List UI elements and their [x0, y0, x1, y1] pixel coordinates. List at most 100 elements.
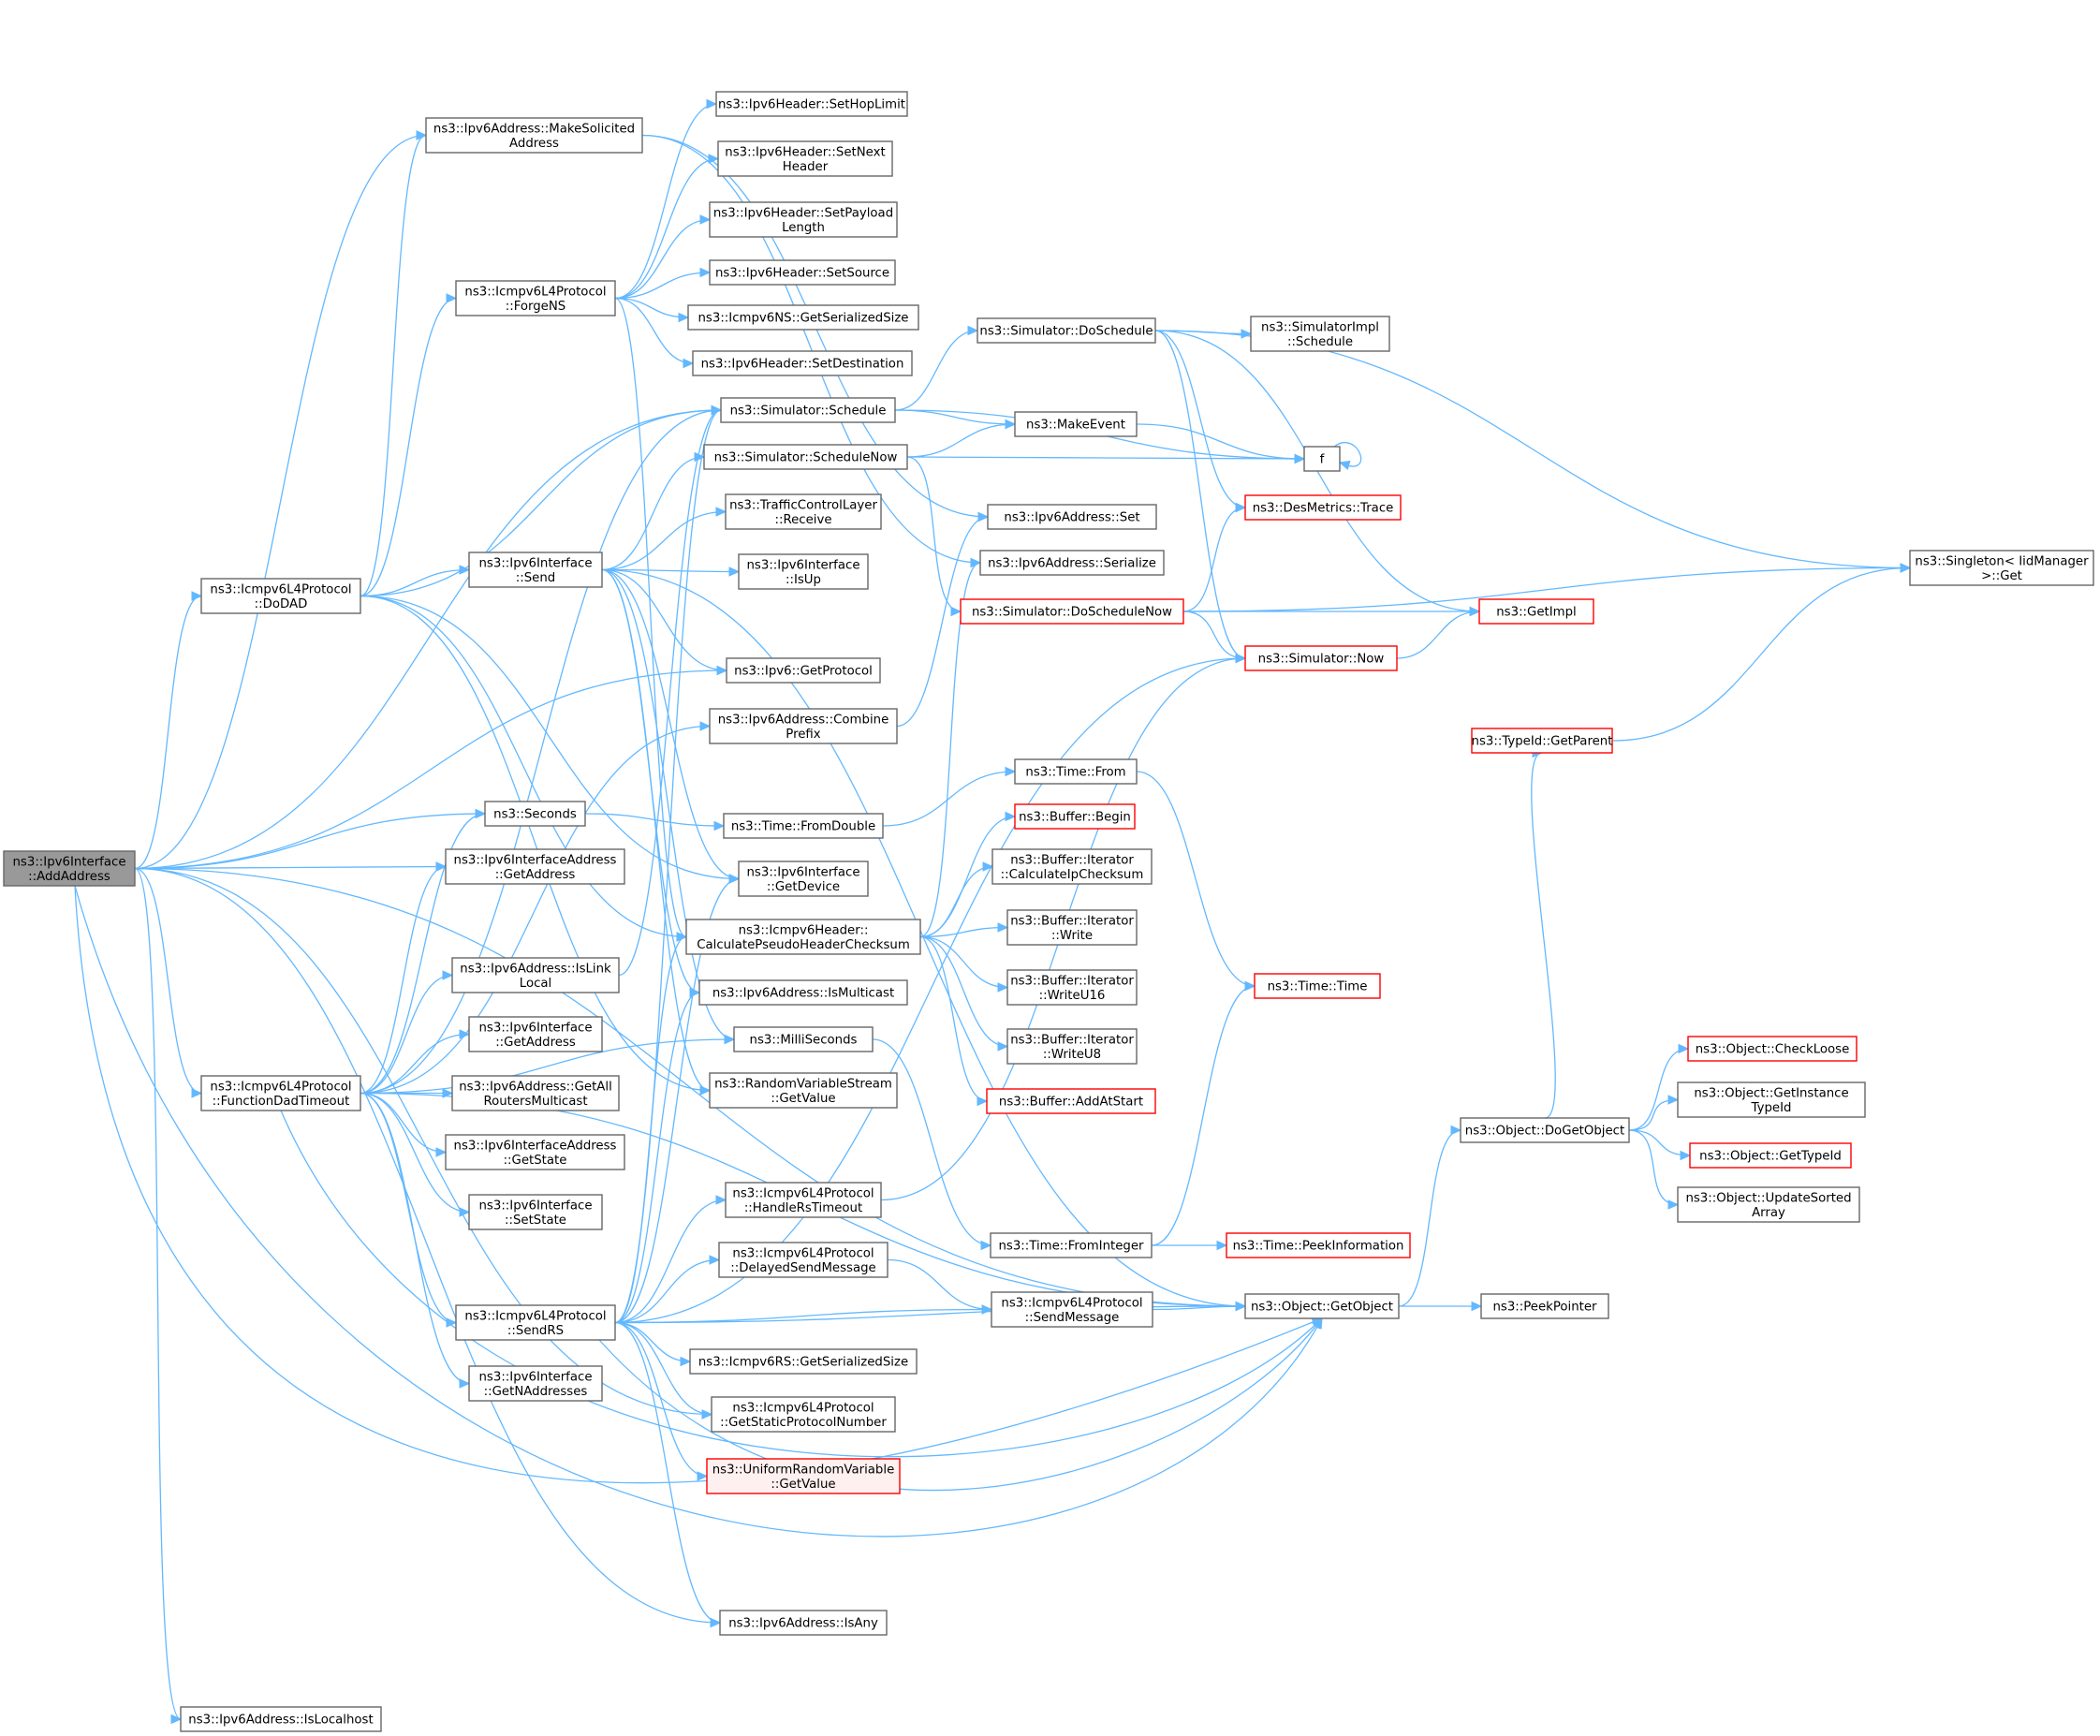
- node-checkloose[interactable]: ns3::Object::CheckLoose: [1687, 1036, 1858, 1062]
- node-calcip[interactable]: ns3::Buffer::Iterator::CalculateIpChecks…: [991, 848, 1153, 885]
- node-box: [1226, 1232, 1411, 1258]
- node-send[interactable]: ns3::Ipv6Interface::Send: [468, 552, 603, 588]
- edge-sendrs>uniform: [614, 1321, 709, 1481]
- node-label: Local: [520, 977, 551, 991]
- node-getimpl[interactable]: ns3::GetImpl: [1478, 598, 1594, 625]
- node-add[interactable]: ns3::Ipv6Interface::AddAddress: [3, 850, 136, 887]
- node-timefrom[interactable]: ns3::Time::From: [1014, 758, 1138, 785]
- edge-line: [882, 771, 1016, 827]
- edge-arrowhead: [416, 130, 428, 140]
- node-setdest[interactable]: ns3::Ipv6Header::SetDestination: [692, 350, 913, 376]
- node-getproto[interactable]: ns3::Ipv6::GetProtocol: [726, 657, 881, 684]
- node-addrset[interactable]: ns3::Ipv6Address::Set: [987, 504, 1157, 530]
- node-write[interactable]: ns3::Buffer::Iterator::Write: [1006, 909, 1138, 946]
- node-box: [1006, 969, 1138, 1006]
- node-label: ns3::Object::CheckLoose: [1696, 1043, 1850, 1057]
- node-box: [468, 552, 603, 588]
- node-frominteger[interactable]: ns3::Time::FromInteger: [990, 1232, 1153, 1258]
- node-desmetrics[interactable]: ns3::DesMetrics::Trace: [1244, 494, 1402, 521]
- node-fromdouble[interactable]: ns3::Time::FromDouble: [723, 813, 884, 839]
- node-nssize[interactable]: ns3::Icmpv6NS::GetSerializedSize: [687, 304, 919, 331]
- node-label: ::AddAddress: [28, 870, 110, 884]
- edge-fromdouble>timefrom: [882, 766, 1017, 827]
- node-makeevent[interactable]: ns3::MakeEvent: [1014, 411, 1138, 437]
- node-getnaddr[interactable]: ns3::Ipv6Interface::GetNAddresses: [468, 1365, 603, 1402]
- edge-line: [1611, 566, 1911, 742]
- node-if_getaddr[interactable]: ns3::Ipv6Interface::GetAddress: [468, 1016, 603, 1052]
- node-ismcast[interactable]: ns3::Ipv6Address::IsMulticast: [698, 979, 908, 1006]
- edge-arrowhead: [1667, 1095, 1680, 1105]
- node-peekinfo[interactable]: ns3::Time::PeekInformation: [1226, 1232, 1411, 1258]
- node-tclrecv[interactable]: ns3::TrafficControlLayer::Receive: [725, 493, 882, 530]
- node-isup[interactable]: ns3::Ipv6Interface::IsUp: [738, 553, 869, 590]
- node-millis[interactable]: ns3::MilliSeconds: [733, 1026, 874, 1052]
- node-staticproto[interactable]: ns3::Icmpv6L4Protocol::GetStaticProtocol…: [711, 1396, 896, 1433]
- node-sendrs[interactable]: ns3::Icmpv6L4Protocol::SendRS: [455, 1304, 616, 1341]
- node-label: f: [1320, 453, 1325, 467]
- node-uniform[interactable]: ns3::UniformRandomVariable::GetValue: [706, 1458, 901, 1494]
- node-getdevice[interactable]: ns3::Ipv6Interface::GetDevice: [738, 861, 869, 897]
- node-singleton[interactable]: ns3::Singleton< IidManager>::Get: [1909, 550, 2094, 586]
- node-getparent[interactable]: ns3::TypeId::GetParent: [1471, 728, 1613, 754]
- node-simimpl[interactable]: ns3::SimulatorImpl::Schedule: [1250, 316, 1390, 352]
- node-sendmessage[interactable]: ns3::Icmpv6L4Protocol::SendMessage: [991, 1291, 1153, 1328]
- node-pseudo[interactable]: ns3::Icmpv6Header::CalculatePseudoHeader…: [685, 919, 921, 955]
- node-localhost[interactable]: ns3::Ipv6Address::IsLocalhost: [180, 1706, 382, 1732]
- node-box: [1244, 1293, 1400, 1319]
- node-bufbegin[interactable]: ns3::Buffer::Begin: [1014, 803, 1136, 830]
- node-forgens[interactable]: ns3::Icmpv6L4Protocol::ForgeNS: [455, 280, 616, 316]
- edge-arrowhead: [446, 293, 458, 303]
- node-rstimeout[interactable]: ns3::Icmpv6L4Protocol::HandleRsTimeout: [725, 1182, 882, 1218]
- edge-add>make: [134, 130, 428, 870]
- node-dogetobject[interactable]: ns3::Object::DoGetObject: [1460, 1117, 1630, 1143]
- node-f[interactable]: f: [1303, 446, 1341, 472]
- node-gettypeid[interactable]: ns3::Object::GetTypeId: [1689, 1142, 1852, 1169]
- node-label: ns3::Ipv6Header::SetDestination: [701, 358, 904, 372]
- node-ifaddr_get[interactable]: ns3::Ipv6InterfaceAddress::GetAddress: [445, 848, 625, 885]
- node-writeu8[interactable]: ns3::Buffer::Iterator::WriteU8: [1006, 1028, 1138, 1065]
- node-writeu16[interactable]: ns3::Buffer::Iterator::WriteU16: [1006, 969, 1138, 1006]
- node-dodad[interactable]: ns3::Icmpv6L4Protocol::DoDAD: [200, 578, 361, 614]
- node-schedule[interactable]: ns3::Simulator::Schedule: [720, 397, 896, 423]
- edge-arrowhead: [1294, 453, 1306, 464]
- node-isany[interactable]: ns3::Ipv6Address::IsAny: [719, 1610, 888, 1636]
- node-peekptr[interactable]: ns3::PeekPointer: [1480, 1293, 1609, 1319]
- edge-line: [360, 134, 427, 597]
- node-rssize[interactable]: ns3::Icmpv6RS::GetSerializedSize: [689, 1348, 918, 1375]
- node-simnow[interactable]: ns3::Simulator::Now: [1244, 645, 1398, 671]
- node-schednow[interactable]: ns3::Simulator::ScheduleNow: [703, 444, 908, 470]
- node-label: ::SendRS: [507, 1324, 564, 1338]
- node-timetime[interactable]: ns3::Time::Time: [1254, 973, 1381, 999]
- node-seconds[interactable]: ns3::Seconds: [484, 801, 586, 827]
- edge-frominteger>timetime: [1151, 980, 1256, 1246]
- edge-fdt>combine: [360, 721, 712, 1095]
- node-serialize[interactable]: ns3::Ipv6Address::Serialize: [979, 550, 1165, 576]
- node-delayed[interactable]: ns3::Icmpv6L4Protocol::DelayedSendMessag…: [718, 1242, 888, 1278]
- node-doschednow[interactable]: ns3::Simulator::DoScheduleNow: [960, 598, 1184, 625]
- node-sethop[interactable]: ns3::Ipv6Header::SetHopLimit: [715, 91, 908, 117]
- node-box: [1478, 598, 1594, 625]
- node-addatstart[interactable]: ns3::Buffer::AddAtStart: [986, 1088, 1156, 1114]
- node-fdt[interactable]: ns3::Icmpv6L4Protocol::FunctionDadTimeou…: [200, 1075, 361, 1111]
- edge-line: [360, 568, 470, 597]
- edge-add>dodad: [134, 591, 203, 870]
- node-setsource[interactable]: ns3::Ipv6Header::SetSource: [709, 259, 896, 286]
- edge-line: [614, 297, 694, 364]
- edge-line: [1333, 441, 1362, 467]
- node-ifaddr_state[interactable]: ns3::Ipv6InterfaceAddress::GetState: [445, 1134, 625, 1170]
- edge-dodad>send: [360, 565, 471, 597]
- node-label: ns3::Ipv6Header::SetNext: [725, 145, 885, 159]
- node-getobject[interactable]: ns3::Object::GetObject: [1244, 1293, 1400, 1319]
- node-setstate[interactable]: ns3::Ipv6Interface::SetState: [468, 1194, 603, 1230]
- node-doschedule[interactable]: ns3::Simulator::DoSchedule: [977, 317, 1156, 344]
- node-label: ::WriteU8: [1043, 1048, 1101, 1062]
- node-rvs[interactable]: ns3::RandomVariableStream::GetValue: [709, 1072, 898, 1109]
